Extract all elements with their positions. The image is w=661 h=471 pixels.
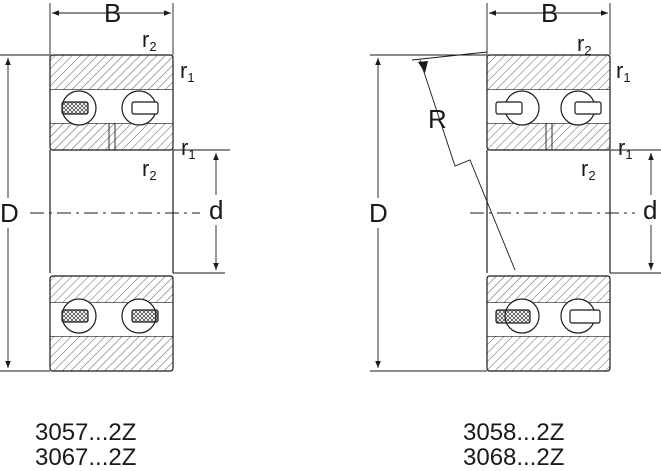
right-top-inner-ring xyxy=(486,122,611,151)
right-b-label: B xyxy=(541,0,558,28)
right-bottom-seal-1 xyxy=(495,309,531,324)
left-top-seal-1 xyxy=(61,101,89,115)
left-caption-line2: 3067...2Z xyxy=(35,444,136,471)
left-r2-bottom: r2 xyxy=(142,156,157,183)
right-bottom-seal-2 xyxy=(569,309,601,324)
right-bottom-outer-ring xyxy=(486,335,611,372)
right-r2-bottom: r2 xyxy=(581,156,596,183)
right-caption-line2: 3068...2Z xyxy=(463,444,564,471)
left-top-seal-2 xyxy=(131,101,159,115)
left-bore-label: d xyxy=(209,195,223,225)
right-bottom-inner-ring xyxy=(486,275,611,304)
left-d-label: D xyxy=(0,198,19,228)
radius-leader-line xyxy=(419,59,516,271)
left-top-inner-ring xyxy=(49,122,174,151)
left-bottom-outer-ring xyxy=(49,335,174,372)
left-r1-top: r1 xyxy=(180,58,195,85)
radius-label: R xyxy=(428,104,447,134)
right-top-outer-ring xyxy=(486,54,611,91)
left-bottom-seal-1 xyxy=(61,309,89,323)
radius-tangent-line xyxy=(411,51,488,61)
right-caption-line1: 3058...2Z xyxy=(463,419,564,446)
right-top-seal-2 xyxy=(574,101,602,115)
left-r1-bottom: r1 xyxy=(181,135,196,162)
left-bearing: B D d xyxy=(0,0,230,372)
left-b-label: B xyxy=(104,0,121,28)
left-r2-top: r2 xyxy=(142,27,157,54)
right-r2-top: r2 xyxy=(577,31,592,58)
right-d-label: D xyxy=(369,198,388,228)
right-r1-bottom: r1 xyxy=(618,135,633,162)
left-bottom-inner-ring xyxy=(49,275,174,304)
left-caption-line1: 3057...2Z xyxy=(35,419,136,446)
left-top-outer-ring xyxy=(49,54,174,91)
left-bottom-seal-2 xyxy=(131,309,159,323)
right-bearing: B D d xyxy=(368,0,661,372)
right-r1-top: r1 xyxy=(616,58,631,85)
right-top-seal-1 xyxy=(495,101,523,115)
right-bore-label: d xyxy=(643,195,657,225)
